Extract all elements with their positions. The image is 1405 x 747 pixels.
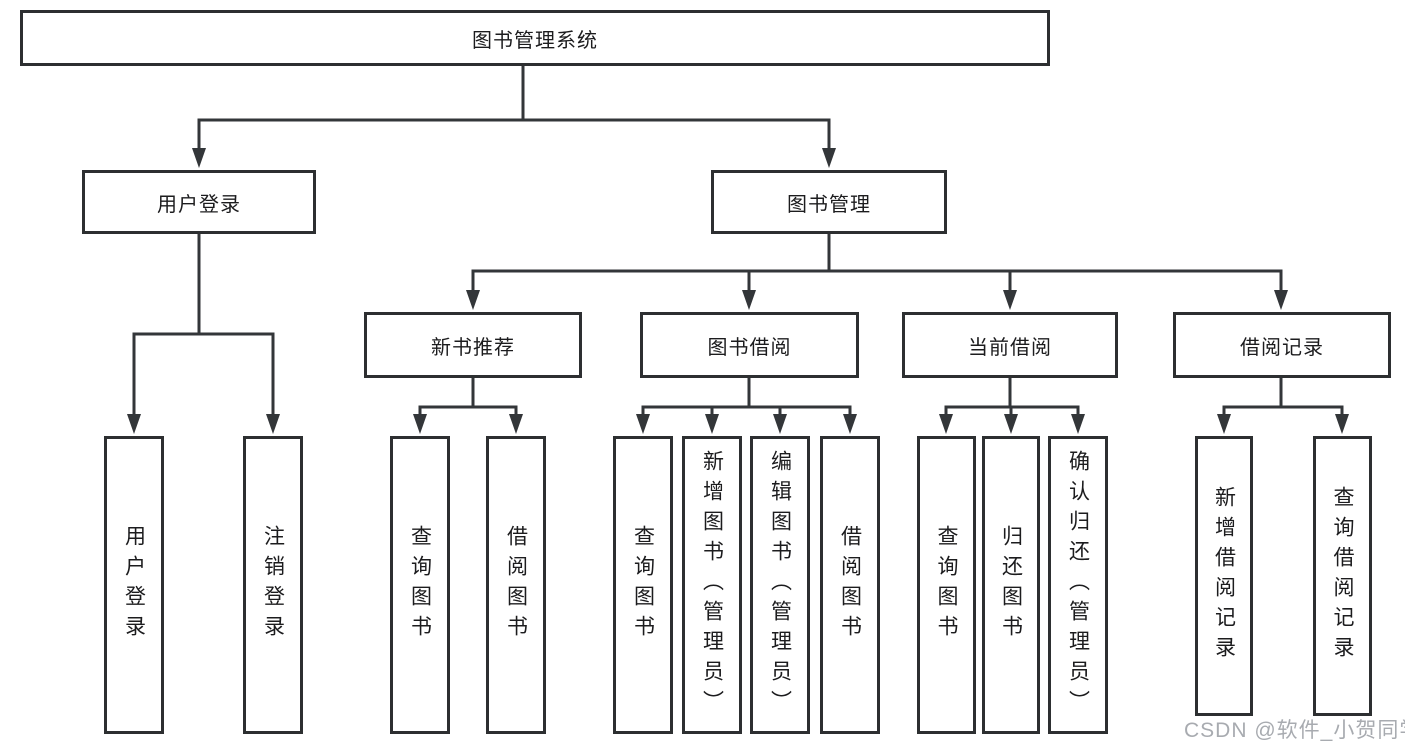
node-label: 查询图书 <box>935 525 958 645</box>
node-label: 当前借阅 <box>968 336 1052 359</box>
node-label: 编辑图书（管理员） <box>768 450 792 720</box>
node-label: 借阅记录 <box>1240 336 1324 359</box>
node-book-management: 图书管理 <box>711 170 947 234</box>
node-label: 用户登录 <box>122 525 146 645</box>
node-nb-borrow-books: 借阅图书 <box>486 436 546 734</box>
watermark: CSDN @软件_小贺同学 <box>1184 719 1405 742</box>
node-bb-query-books: 查询图书 <box>613 436 673 734</box>
node-bb-borrow-books: 借阅图书 <box>820 436 880 734</box>
node-label: 借阅图书 <box>504 525 528 645</box>
node-leaf-logout: 注销登录 <box>243 436 303 734</box>
node-label: 归还图书 <box>999 525 1023 645</box>
node-label: 图书借阅 <box>707 336 792 359</box>
node-user-login: 用户登录 <box>82 170 316 234</box>
node-cb-confirm-return-admin: 确认归还（管理员） <box>1048 436 1108 734</box>
node-nb-query-books: 查询图书 <box>390 436 450 734</box>
node-label: 查询借阅记录 <box>1331 486 1354 666</box>
node-label: 新增图书（管理员） <box>700 450 724 720</box>
node-book-borrowing: 图书借阅 <box>640 312 859 378</box>
node-label: 图书管理系统 <box>472 29 598 52</box>
node-label: 确认归还（管理员） <box>1066 450 1090 720</box>
node-label: 新书推荐 <box>431 336 515 359</box>
node-label: 新增借阅记录 <box>1212 486 1236 666</box>
node-label: 注销登录 <box>261 525 285 645</box>
node-label: 查询图书 <box>631 525 655 645</box>
node-cb-query-books: 查询图书 <box>917 436 976 734</box>
node-label: 用户登录 <box>157 193 241 216</box>
node-borrowing-records: 借阅记录 <box>1173 312 1391 378</box>
node-bb-edit-books-admin: 编辑图书（管理员） <box>750 436 810 734</box>
node-label: 图书管理 <box>787 193 871 216</box>
node-new-book-recommendation: 新书推荐 <box>364 312 582 378</box>
node-current-borrowing: 当前借阅 <box>902 312 1118 378</box>
node-root-library-system: 图书管理系统 <box>20 10 1050 66</box>
node-bb-add-books-admin: 新增图书（管理员） <box>682 436 742 734</box>
node-cb-return-books: 归还图书 <box>982 436 1040 734</box>
node-br-query-record: 查询借阅记录 <box>1313 436 1372 716</box>
node-label: 查询图书 <box>408 525 432 645</box>
node-label: 借阅图书 <box>838 525 862 645</box>
node-leaf-user-login: 用户登录 <box>104 436 164 734</box>
node-br-add-record: 新增借阅记录 <box>1195 436 1253 716</box>
